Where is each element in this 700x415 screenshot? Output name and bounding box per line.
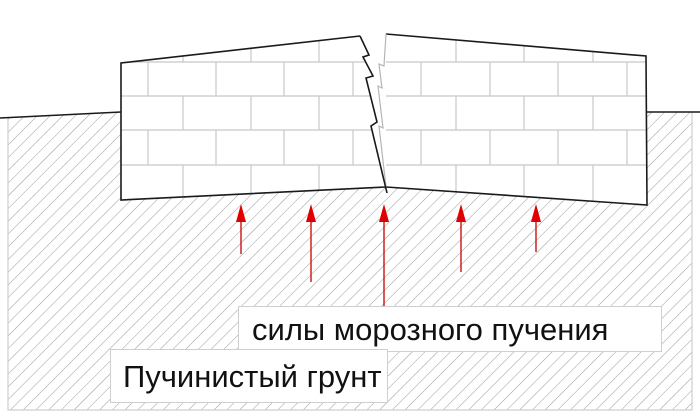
frost-heave-forces-label: силы морозного пучения bbox=[238, 306, 662, 352]
crack-ghost-edge bbox=[377, 33, 387, 188]
crack-main-edge bbox=[359, 35, 388, 194]
arrow-icon bbox=[236, 204, 246, 254]
arrow-icon bbox=[456, 204, 466, 272]
right-block-mortar bbox=[386, 34, 647, 205]
right-wall-block bbox=[385, 33, 648, 206]
arrow-icon bbox=[306, 204, 316, 282]
crack bbox=[359, 33, 388, 194]
frost-heave-arrows bbox=[236, 204, 541, 322]
left-wall-block bbox=[120, 35, 387, 201]
frost-heave-forces-text: силы морозного пучения bbox=[252, 311, 609, 347]
heaving-soil-text: Пучинистый грунт bbox=[123, 358, 382, 394]
ground-surface-left bbox=[0, 111, 122, 119]
arrow-icon bbox=[531, 204, 541, 252]
arrow-icon bbox=[379, 204, 389, 322]
heaving-soil-label: Пучинистый грунт bbox=[110, 349, 388, 403]
